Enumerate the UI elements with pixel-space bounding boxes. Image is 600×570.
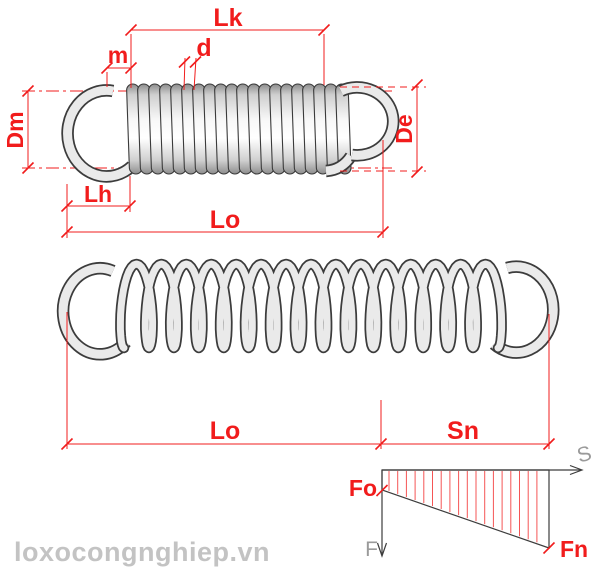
dimension-tick	[374, 437, 388, 451]
dim-label-sn: Sn	[447, 417, 479, 445]
spring-hook-wire	[491, 262, 558, 358]
dimension-tick	[124, 23, 138, 37]
dim-label-lo-top: Lo	[210, 206, 241, 234]
extended-spring-drawing	[56, 258, 560, 361]
spring-hook-wire	[339, 82, 398, 160]
axis-label-s: S	[575, 442, 594, 468]
dimension-tick	[376, 225, 390, 239]
force-trapezoid	[381, 469, 550, 549]
dimension-line	[193, 57, 197, 91]
dim-label-d: d	[196, 34, 211, 62]
force-area-hatch	[388, 471, 538, 543]
dimension-tick	[21, 161, 35, 175]
helix-wire	[116, 260, 506, 352]
dim-label-lk: Lk	[213, 4, 242, 32]
dimension-tick	[60, 199, 74, 213]
dimension-tick	[100, 61, 114, 75]
dimension-tick	[60, 225, 74, 239]
dimension-lines	[27, 29, 550, 449]
force-label-fn: Fn	[560, 536, 588, 562]
force-label-fo: Fo	[349, 475, 377, 501]
compressed-spring-drawing	[61, 81, 400, 183]
dimension-tick	[542, 541, 556, 555]
dimension-tick	[542, 437, 556, 451]
dimension-line	[183, 57, 186, 91]
dimension-tick	[410, 78, 424, 92]
dim-label-dm: Dm	[2, 111, 28, 148]
dimension-ticks	[21, 23, 556, 555]
spring-hook-wire	[325, 153, 355, 176]
dim-label-lo-bottom: Lo	[210, 417, 241, 445]
dimension-tick	[123, 199, 137, 213]
axis-label-f: F	[365, 538, 378, 561]
dim-label-m: m	[108, 42, 128, 68]
dimension-tick	[410, 165, 424, 179]
dimension-tick	[375, 484, 389, 497]
spring-hook-wire	[63, 85, 136, 181]
dimension-tick	[124, 61, 138, 75]
f-axis-arrow-icon	[376, 542, 388, 558]
dimension-tick	[189, 55, 202, 69]
s-axis-arrow-icon	[569, 464, 584, 476]
dimension-tick	[60, 437, 74, 451]
spring-hook-wire	[58, 263, 130, 359]
dimension-tick	[317, 23, 331, 37]
dimension-tick	[21, 84, 35, 98]
force-diagram-axes	[376, 464, 584, 558]
dimension-tick	[178, 55, 191, 69]
watermark-text: loxocongnghiep.vn	[14, 537, 270, 567]
coil-body	[126, 83, 352, 175]
dim-label-de: De	[391, 114, 417, 143]
dim-label-lh: Lh	[84, 181, 112, 207]
